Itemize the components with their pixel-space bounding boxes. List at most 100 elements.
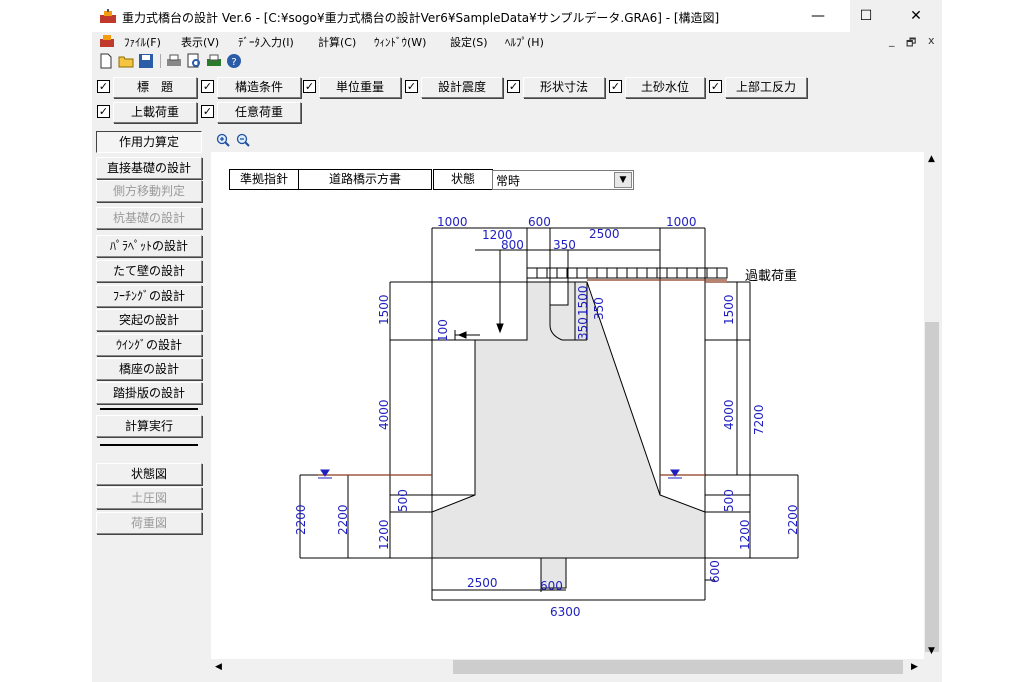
checkbox-superstructure[interactable]: ✓	[709, 80, 722, 93]
checkbox-seismic[interactable]: ✓	[405, 80, 418, 93]
dim-right-4000: 4000	[722, 399, 736, 430]
dim-left-1200: 1200	[377, 519, 391, 550]
sidebar-item-parapet[interactable]: ﾊﾟﾗﾍﾟｯﾄの設計	[96, 235, 202, 257]
drawing-canvas[interactable]	[211, 152, 924, 659]
vertical-scrollbar[interactable]: ▲ ▼	[924, 152, 941, 659]
menu-view[interactable]: 表示(V)	[181, 36, 220, 49]
scroll-left-icon[interactable]: ◀	[215, 662, 222, 672]
dim-mid-1500: 1500	[576, 285, 590, 316]
tab-title[interactable]: 標 題	[113, 77, 197, 98]
chevron-down-icon[interactable]: ▼	[614, 172, 632, 188]
close-button[interactable]: ✕	[910, 8, 922, 24]
checkbox-surcharge[interactable]: ✓	[97, 105, 110, 118]
maximize-button[interactable]: ☐	[859, 8, 873, 24]
save-icon[interactable]	[138, 53, 154, 69]
title-bar	[0, 0, 850, 32]
dim-top-600: 600	[528, 215, 551, 229]
help-icon[interactable]: ?	[226, 53, 242, 69]
dim-left-500: 500	[396, 489, 410, 512]
dim-350: 350	[553, 238, 576, 252]
dim-top-1000-right: 1000	[666, 215, 697, 229]
dim-left-2200-inner: 2200	[336, 504, 350, 535]
sidebar-item-direct-foundation[interactable]: 直接基礎の設計	[96, 157, 202, 179]
sidebar-item-approach-slab[interactable]: 踏掛版の設計	[96, 382, 202, 404]
sidebar-item-protrusion[interactable]: 突起の設計	[96, 309, 202, 331]
tab-surcharge-load[interactable]: 上載荷重	[113, 102, 197, 123]
tab-structure-conditions[interactable]: 構造条件	[217, 77, 301, 98]
dim-left-100: 100	[436, 319, 450, 342]
tab-arbitrary-load[interactable]: 任意荷重	[217, 102, 301, 123]
document-icon	[100, 35, 114, 47]
print-setup-icon[interactable]	[206, 53, 222, 69]
mdi-restore-button[interactable]: 🗗	[906, 36, 917, 49]
state-select[interactable]: 常時 ▼	[492, 170, 634, 190]
menu-help[interactable]: ﾍﾙﾌﾟ(H)	[505, 36, 544, 49]
new-file-icon[interactable]	[98, 53, 114, 69]
menu-data-input[interactable]: ﾃﾞｰﾀ入力(I)	[238, 36, 294, 49]
scroll-right-icon[interactable]: ▶	[911, 662, 918, 672]
window-title: 重力式橋台の設計 Ver.6 - [C:¥sogo¥重力式橋台の設計Ver6¥S…	[122, 11, 720, 25]
earth-pressure-diagram-button: 土圧図	[96, 487, 202, 509]
mdi-close-button[interactable]: x	[928, 34, 935, 47]
dim-2500-top: 2500	[589, 227, 620, 241]
dim-right-2200: 2200	[786, 504, 800, 535]
sidebar-item-wing[interactable]: ｳｲﾝｸﾞの設計	[96, 334, 202, 356]
svg-text:?: ?	[231, 57, 236, 68]
sidebar-item-vertical-wall[interactable]: たて壁の設計	[96, 260, 202, 282]
state-select-value: 常時	[496, 174, 521, 188]
surcharge-label: 過載荷重	[745, 269, 798, 284]
minimize-button[interactable]: —	[811, 8, 825, 24]
dim-bottom-6300: 6300	[550, 605, 581, 619]
checkbox-title[interactable]: ✓	[97, 80, 110, 93]
scroll-up-icon[interactable]: ▲	[928, 154, 935, 164]
horizontal-scrollbar[interactable]: ◀ ▶	[211, 659, 924, 676]
menu-file[interactable]: ﾌｧｲﾙ(F)	[124, 36, 161, 49]
checkbox-structure[interactable]: ✓	[201, 80, 214, 93]
tab-soil-water-level[interactable]: 土砂水位	[625, 77, 705, 98]
menu-calculation[interactable]: 計算(C)	[318, 36, 357, 49]
dim-left-4000: 4000	[377, 399, 391, 430]
open-folder-icon[interactable]	[118, 53, 134, 69]
dim-top-1000-left: 1000	[437, 215, 468, 229]
dim-right-1200: 1200	[738, 519, 752, 550]
load-diagram-button: 荷重図	[96, 512, 202, 534]
menu-settings[interactable]: 設定(S)	[450, 36, 488, 49]
checkbox-shape[interactable]: ✓	[507, 80, 520, 93]
vertical-scroll-thumb[interactable]	[925, 322, 939, 652]
menu-window[interactable]: ｳｨﾝﾄﾞｳ(W)	[374, 36, 427, 49]
scroll-down-icon[interactable]: ▼	[928, 646, 935, 656]
zoom-in-icon[interactable]	[216, 133, 230, 147]
dim-mid-350-b: 350	[576, 317, 590, 340]
zoom-out-icon[interactable]	[236, 133, 250, 147]
dim-right-500: 500	[722, 489, 736, 512]
print-preview-icon[interactable]	[186, 53, 202, 69]
dim-left-1500: 1500	[377, 294, 391, 325]
dim-1200: 1200	[482, 228, 513, 242]
checkbox-unit-weight[interactable]: ✓	[303, 80, 316, 93]
sidebar-divider	[100, 444, 198, 446]
mdi-minimize-button[interactable]: _	[889, 34, 895, 47]
dim-key-600: 600	[708, 560, 722, 583]
tab-shape-dimensions[interactable]: 形状寸法	[523, 77, 605, 98]
state-diagram-button[interactable]: 状態図	[96, 463, 202, 485]
dim-bottom-2500: 2500	[467, 576, 498, 590]
checkbox-arbitrary[interactable]: ✓	[201, 105, 214, 118]
checkbox-soil-water[interactable]: ✓	[609, 80, 622, 93]
print-icon[interactable]	[166, 53, 182, 69]
dim-bottom-600: 600	[540, 579, 563, 593]
sidebar-item-bridge-seat[interactable]: 橋座の設計	[96, 358, 202, 380]
tab-unit-weight[interactable]: 単位重量	[319, 77, 401, 98]
sidebar-item-lateral-movement: 側方移動判定	[96, 180, 202, 202]
sidebar-item-pile-foundation: 杭基礎の設計	[96, 207, 202, 229]
sidebar-item-force-calc[interactable]: 作用力算定	[96, 131, 202, 153]
tab-superstructure-reaction[interactable]: 上部工反力	[725, 77, 807, 98]
sidebar-item-footing[interactable]: ﾌｰﾁﾝｸﾞの設計	[96, 285, 202, 307]
horizontal-scroll-thumb[interactable]	[453, 660, 903, 674]
tab-design-seismic[interactable]: 設計震度	[421, 77, 503, 98]
dim-mid-350-a: 350	[592, 297, 606, 320]
state-label: 状態	[433, 169, 493, 190]
dim-left-2200-outer: 2200	[294, 504, 308, 535]
run-calculation-button[interactable]: 計算実行	[96, 415, 202, 437]
app-logo-icon	[100, 9, 116, 23]
standard-label: 準拠指針	[229, 169, 299, 190]
